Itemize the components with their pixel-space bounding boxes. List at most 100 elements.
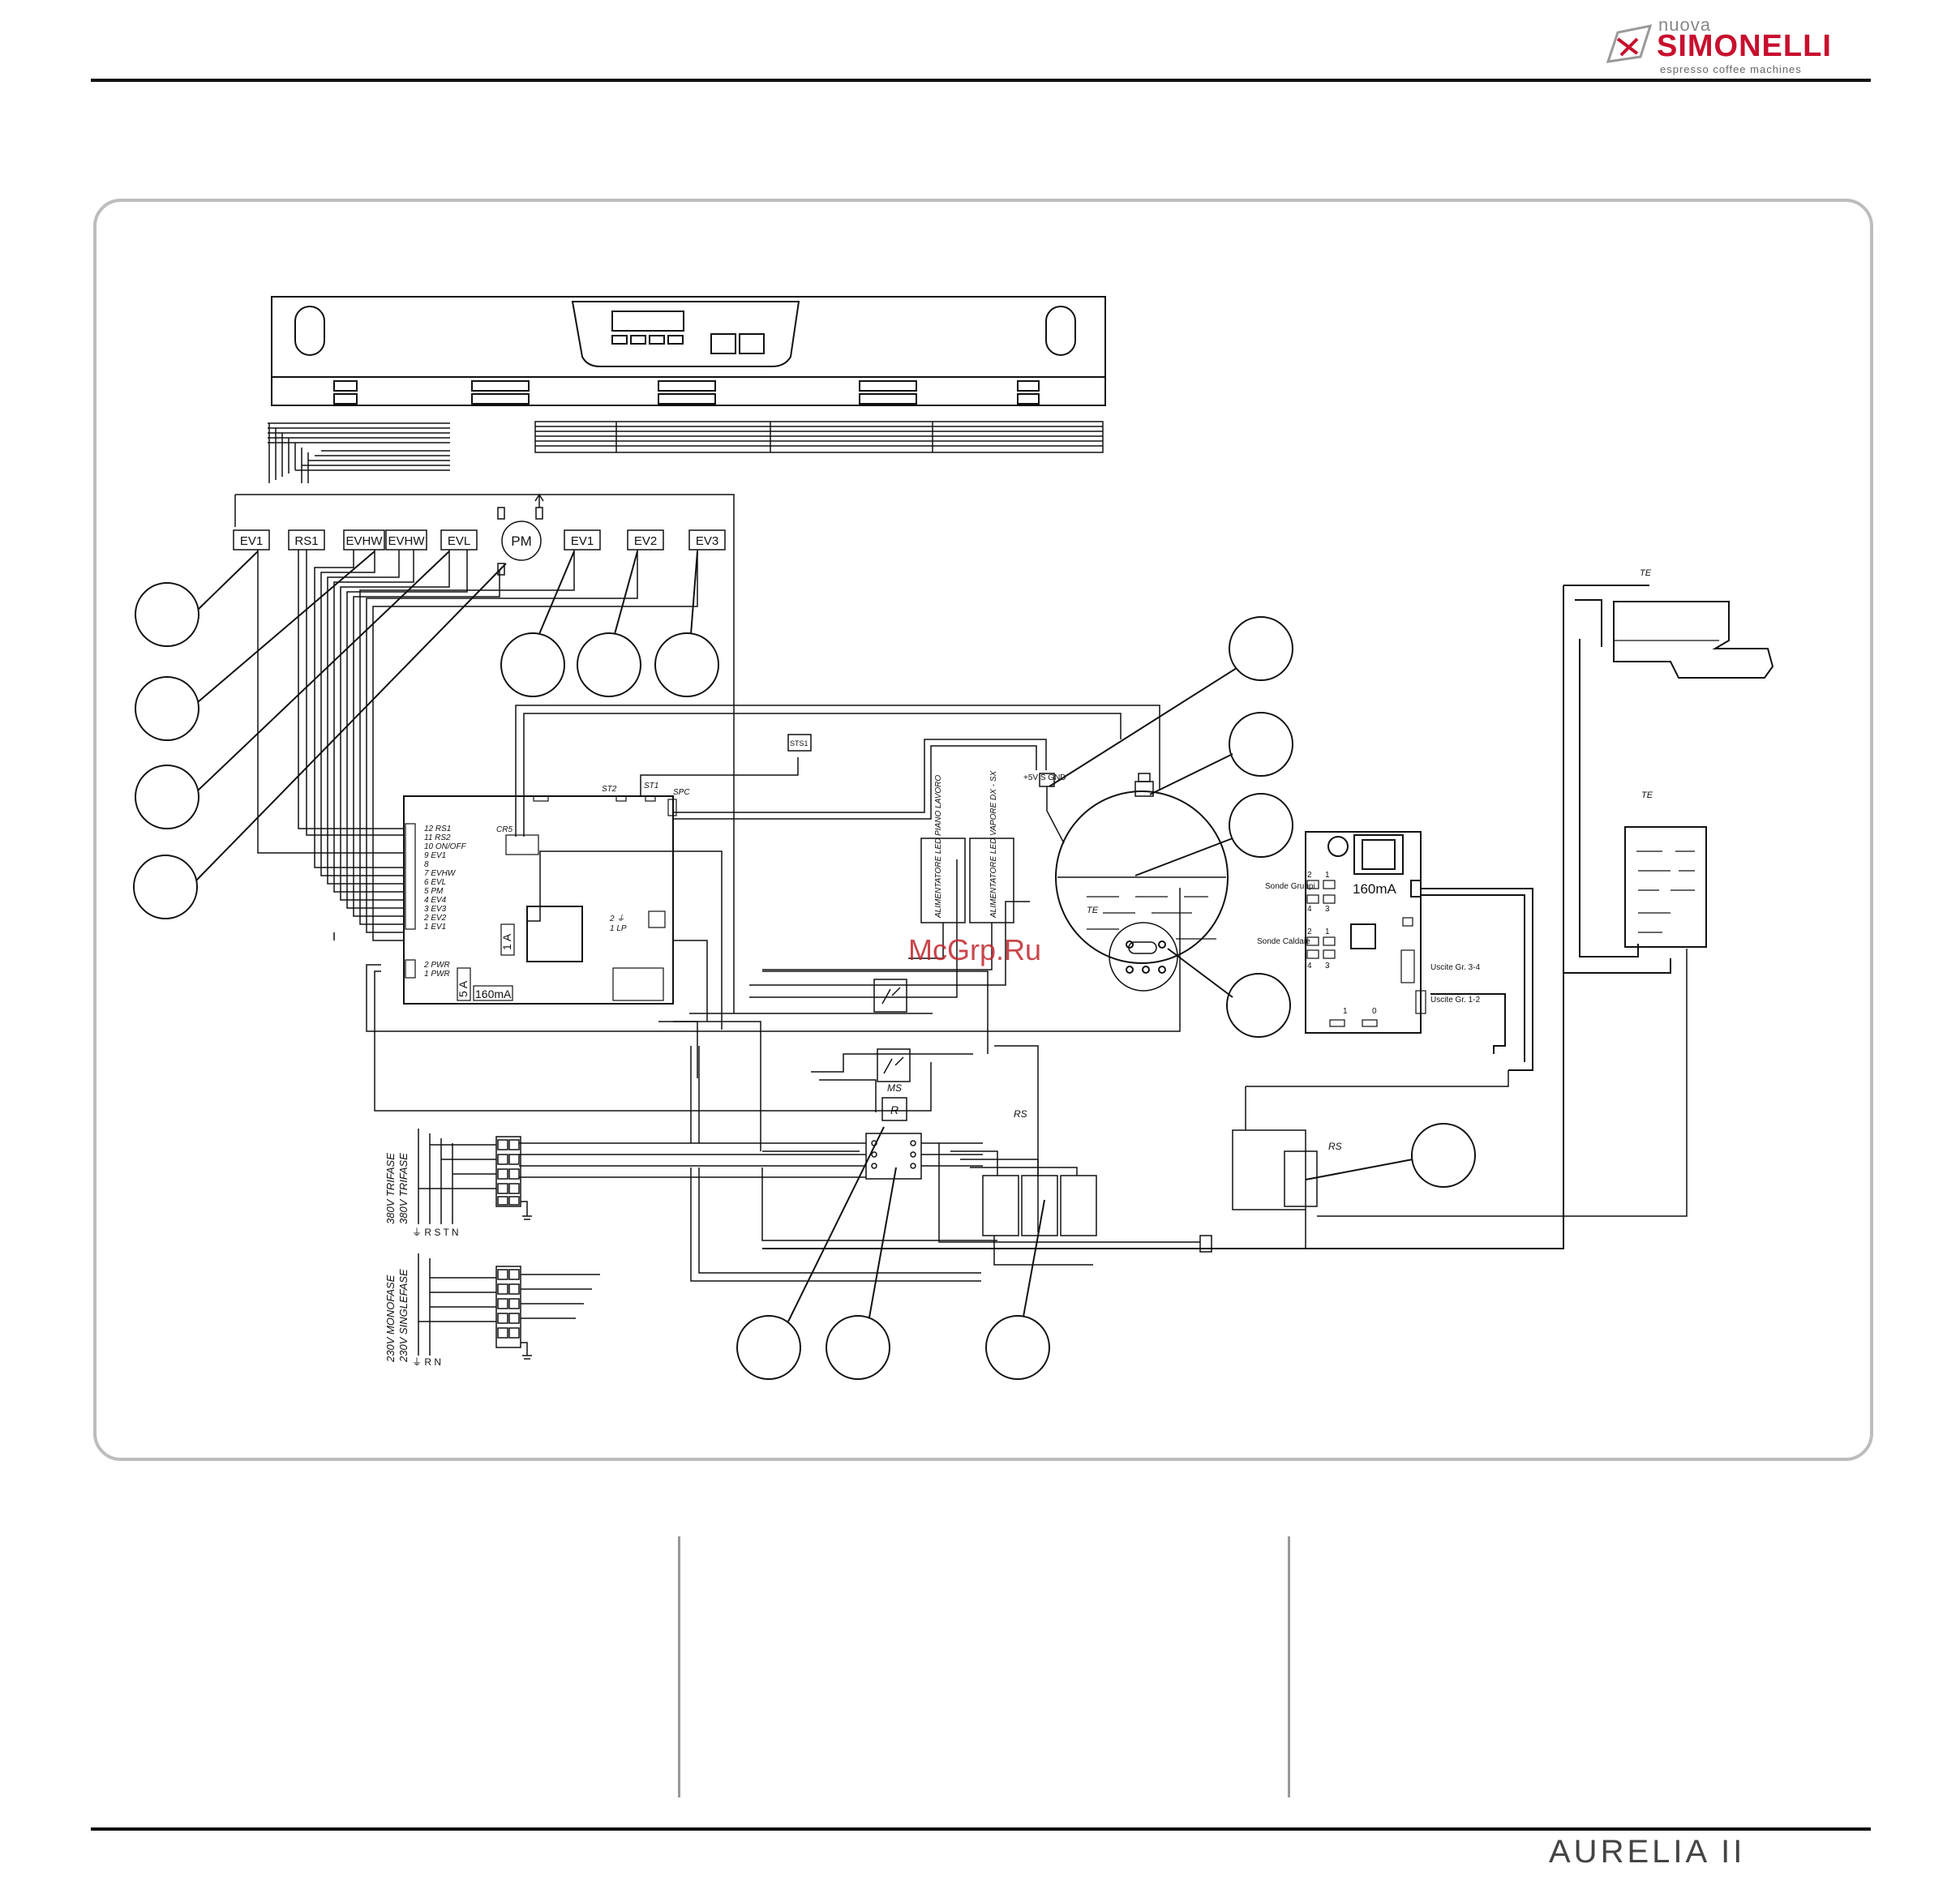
valve-label-ev1-b: EV1 <box>571 534 594 548</box>
phases-230: ⏚ R N <box>412 1356 441 1368</box>
brand-small-text: nuova <box>1658 15 1711 35</box>
valve-label-evl: EVL <box>448 534 470 548</box>
diagram-panel <box>93 199 1873 1461</box>
boiler-te-label: TE <box>1087 906 1099 915</box>
terminal-230 <box>418 1253 600 1360</box>
terminal-380 <box>418 1129 532 1224</box>
rb-bottom-0: 0 <box>1372 1007 1377 1016</box>
sts1-box <box>787 734 812 752</box>
rs-label-right: RS <box>1328 1141 1342 1152</box>
sts1-label: STS1 <box>790 739 808 748</box>
board-pin-6: 6 EVL <box>424 878 446 887</box>
board-pin-9: 9 EV1 <box>424 851 446 860</box>
rb-pin-b0: 2 <box>1307 928 1312 936</box>
board-pin-5: 5 PM <box>424 887 444 896</box>
pump-symbol <box>497 493 544 576</box>
rb-pin-b3: 3 <box>1325 962 1330 970</box>
board-spc: SPC <box>673 788 690 797</box>
rs-block <box>994 949 1688 1249</box>
board-pin-labels: 12 RS1 11 RS2 10 ON/OFF 9 EV1 8 7 EVHW 6… <box>423 782 690 979</box>
supply-380-b: 380V TRIFASE <box>397 1153 410 1224</box>
brand-tagline: espresso coffee machines <box>1660 63 1802 75</box>
callout-circles <box>133 582 1476 1380</box>
right-board-fuse: 160mA <box>1353 881 1397 897</box>
board-pin-7: 7 EVHW <box>424 869 457 878</box>
right-board-labels: Sonde Gruppi Sonde Caldaie Uscite Gr. 3-… <box>1257 871 1481 1016</box>
board-fuse-160ma: 160mA <box>475 987 512 1000</box>
contactor <box>519 1046 997 1282</box>
callout-leaders <box>195 551 1413 1322</box>
board-st2: ST2 <box>602 785 617 794</box>
board-pwr-1: 1 PWR <box>424 970 450 979</box>
uscite-34: Uscite Gr. 3-4 <box>1430 963 1481 972</box>
rb-pin-b2: 4 <box>1307 962 1312 970</box>
watermark: McGrp.Ru <box>908 933 1041 966</box>
boiler <box>1039 773 1229 992</box>
valve-label-ev3: EV3 <box>696 534 718 548</box>
board-cr5: CR5 <box>496 825 513 834</box>
led-supply-2: ALIMENTATORE LED VAPORE DX - SX <box>989 771 998 919</box>
valve-labels: EV1 RS1 EVHW EVHW EVL EV1 EV2 EV3 <box>233 529 726 551</box>
valve-label-ev1-a: EV1 <box>240 534 263 548</box>
supply-230-b: 230V SINGLEFASE <box>397 1269 410 1363</box>
board-pin-12: 12 RS1 <box>424 825 451 833</box>
rb-pin-t1: 1 <box>1325 871 1330 880</box>
rb-pin-t2: 4 <box>1307 905 1312 914</box>
column-divider-2 <box>1288 1536 1290 1797</box>
board-fuse-1a: 1 A <box>500 933 513 950</box>
rb-pin-b1: 1 <box>1325 928 1330 936</box>
sonde-gruppi: Sonde Gruppi <box>1265 882 1315 891</box>
board-lp-1: 1 LP <box>610 924 627 933</box>
group-heads <box>762 585 1774 1249</box>
valve-label-evhw-b: EVHW <box>388 534 426 548</box>
brand-logo: nuova SIMONELLI espresso coffee machines <box>1602 15 1894 75</box>
header-rule <box>91 79 1871 82</box>
ms-label: MS <box>887 1082 902 1094</box>
led-supply-1: ALIMENTATORE LED PIANO LAVORO <box>934 775 943 919</box>
valve-wires <box>257 550 698 941</box>
sonde-caldaie: Sonde Caldaie <box>1257 937 1310 946</box>
valve-label-ev2: EV2 <box>634 534 657 548</box>
te-label-mid: TE <box>1641 790 1653 800</box>
board-pin-11: 11 RS2 <box>424 833 451 842</box>
board-fuse-5a: 5 A <box>457 980 470 997</box>
board-pin-2: 2 EV2 <box>423 914 447 923</box>
boiler-probe-label: +5V S GND <box>1023 773 1066 782</box>
control-board <box>403 795 677 1005</box>
page-header: nuova SIMONELLI espresso coffee machines <box>0 0 1960 89</box>
brand-mark-icon <box>1606 24 1653 63</box>
footer-rule <box>91 1827 1871 1831</box>
ribbon-cables <box>268 421 1104 483</box>
rb-pin-t0: 2 <box>1307 871 1312 880</box>
control-panel <box>271 296 1106 406</box>
board-pin-10: 10 ON/OFF <box>424 842 467 851</box>
r-label: R <box>890 1103 899 1116</box>
valve-label-evhw-a: EVHW <box>346 534 384 548</box>
rb-bottom-1: 1 <box>1343 1007 1348 1016</box>
board-pin-8: 8 <box>424 860 429 869</box>
rb-pin-t3: 3 <box>1325 905 1330 914</box>
board-pin-1: 1 EV1 <box>424 923 446 932</box>
relays <box>873 979 911 1121</box>
te-label-top: TE <box>1640 568 1652 578</box>
board-pin-4: 4 EV4 <box>424 896 447 905</box>
supply-380-a: 380V TRIFASE <box>384 1153 397 1224</box>
right-board <box>1305 831 1533 1071</box>
board-st1: ST1 <box>644 782 658 790</box>
phases-380: ⏚ R S T N <box>412 1227 459 1238</box>
supply-230-a: 230V MONOFASE <box>384 1275 397 1363</box>
led-power-supplies <box>762 838 1014 970</box>
valve-label-rs1: RS1 <box>294 534 318 548</box>
board-lp-2: 2 ⏚ <box>609 915 624 923</box>
main-wiring <box>366 705 1181 1152</box>
board-pin-3: 3 EV3 <box>424 905 447 914</box>
board-pwr-2: 2 PWR <box>423 961 450 970</box>
uscite-12: Uscite Gr. 1-2 <box>1430 996 1481 1005</box>
rs-label-mid: RS <box>1014 1108 1027 1120</box>
valve-frame <box>234 494 735 1013</box>
pump-label: PM <box>511 533 532 549</box>
column-divider-1 <box>678 1536 680 1797</box>
brand-name: SIMONELLI <box>1657 29 1832 63</box>
triple-relays <box>938 1143 1212 1266</box>
